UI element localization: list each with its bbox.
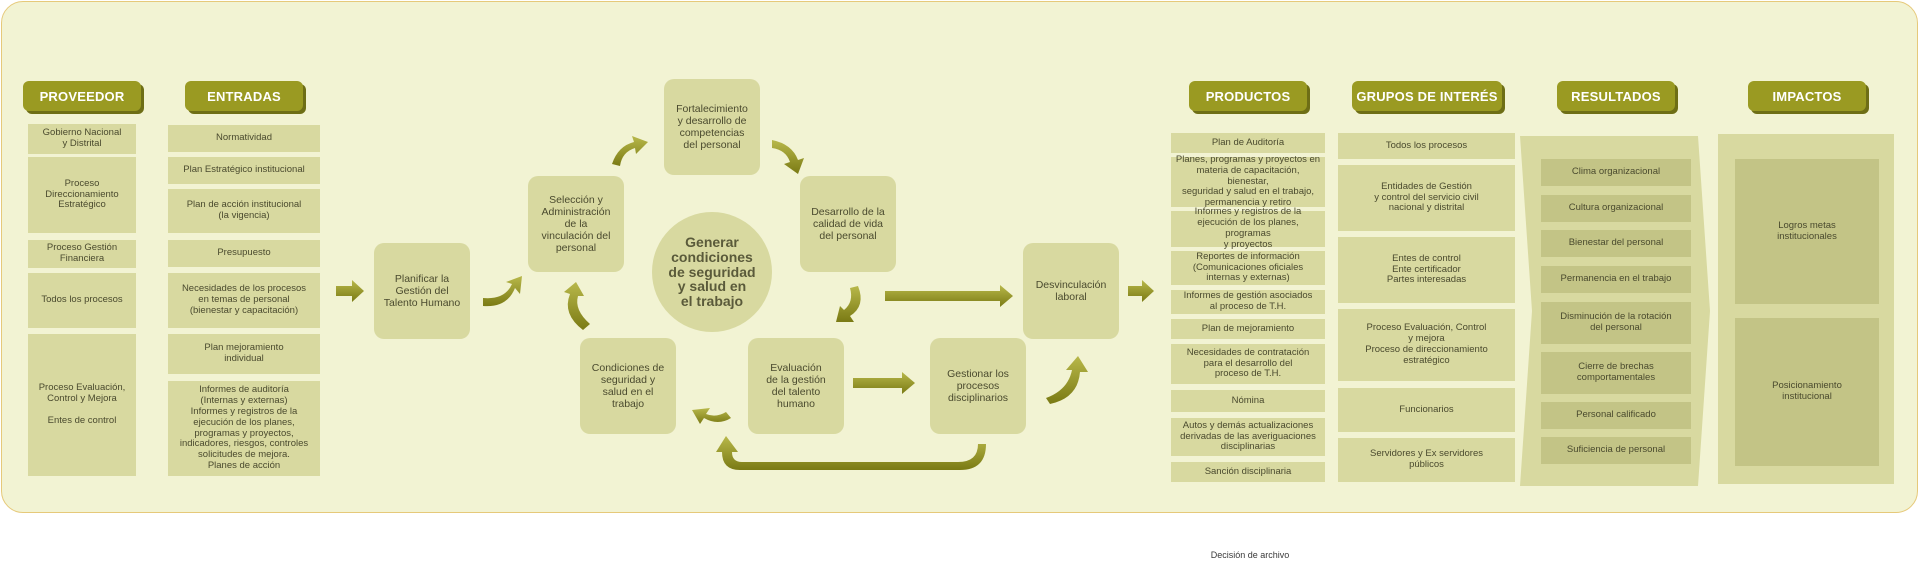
resultados-item: Clima organizacional bbox=[1541, 159, 1691, 186]
impactos-item: Posicionamiento institucional bbox=[1735, 318, 1879, 466]
resultados-item: Suficiencia de personal bbox=[1541, 437, 1691, 464]
process-planificar: Planificar la Gestión del Talento Humano bbox=[374, 243, 470, 339]
productos-item: Informes de gestión asociados al proceso… bbox=[1171, 290, 1325, 314]
footer-text: Decisión de archivo bbox=[1210, 550, 1290, 560]
entradas-item: Normatividad bbox=[168, 125, 320, 152]
center-circle: Generar condiciones de seguridad y salud… bbox=[652, 212, 772, 332]
entradas-item: Plan Estratégico institucional bbox=[168, 157, 320, 184]
entradas-item: Plan de acción institucional (la vigenci… bbox=[168, 189, 320, 233]
curved-arrow-icon bbox=[564, 282, 590, 330]
arrow-right-icon bbox=[1128, 280, 1154, 302]
grupos-item: Proceso Evaluación, Control y mejora Pro… bbox=[1338, 309, 1515, 381]
proveedor-item: Proceso Evaluación, Control y Mejora Ent… bbox=[28, 334, 136, 476]
impactos-item: Logros metas institucionales bbox=[1735, 159, 1879, 304]
process-fortalecimiento: Fortalecimiento y desarrollo de competen… bbox=[664, 79, 760, 175]
resultados-item: Cierre de brechas comportamentales bbox=[1541, 352, 1691, 394]
entradas-item: Plan mejoramiento individual bbox=[168, 334, 320, 374]
process-disciplinarios: Gestionar los procesos disciplinarios bbox=[930, 338, 1026, 434]
grupos-item: Funcionarios bbox=[1338, 388, 1515, 432]
grupos-item: Todos los procesos bbox=[1338, 133, 1515, 159]
productos-item: Necesidades de contratación para el desa… bbox=[1171, 344, 1325, 384]
resultados-item: Disminución de la rotación del personal bbox=[1541, 302, 1691, 344]
productos-item: Plan de Auditoría bbox=[1171, 133, 1325, 153]
productos-item: Planes, programas y proyectos en materia… bbox=[1171, 154, 1325, 208]
header-resultados: RESULTADOS bbox=[1557, 81, 1675, 111]
process-desarrollo: Desarrollo de la calidad de vida del per… bbox=[800, 176, 896, 272]
arrow-right-icon bbox=[336, 280, 364, 302]
curved-arrow-icon bbox=[612, 136, 648, 166]
process-seleccion: Selección y Administración de la vincula… bbox=[528, 176, 624, 272]
header-entradas: ENTRADAS bbox=[185, 81, 303, 111]
curved-arrow-icon bbox=[772, 140, 804, 174]
header-grupos: GRUPOS DE INTERÉS bbox=[1352, 81, 1502, 111]
curved-arrow-icon bbox=[1046, 356, 1088, 404]
resultados-item: Cultura organizacional bbox=[1541, 195, 1691, 222]
resultados-item: Personal calificado bbox=[1541, 402, 1691, 429]
curved-arrow-icon bbox=[483, 276, 522, 307]
process-evaluacion: Evaluación de la gestión del talento hum… bbox=[748, 338, 844, 434]
loop-arrow-icon bbox=[716, 436, 986, 470]
process-condiciones: Condiciones de seguridad y salud en el t… bbox=[580, 338, 676, 434]
proveedor-item: Proceso Gestión Financiera bbox=[28, 240, 136, 268]
grupos-item: Entes de control Ente certificador Parte… bbox=[1338, 237, 1515, 303]
proveedor-item: Todos los procesos bbox=[28, 273, 136, 328]
arrow-right-icon bbox=[853, 372, 915, 394]
productos-item: Informes y registros de la ejecución de … bbox=[1171, 206, 1325, 250]
proveedor-item: Proceso Direccionamiento Estratégico bbox=[28, 157, 136, 233]
header-productos: PRODUCTOS bbox=[1189, 81, 1307, 111]
resultados-item: Bienestar del personal bbox=[1541, 230, 1691, 257]
entradas-item: Necesidades de los procesos en temas de … bbox=[168, 273, 320, 328]
resultados-item: Permanencia en el trabajo bbox=[1541, 266, 1691, 293]
curved-arrow-icon bbox=[836, 286, 861, 322]
process-desvinculacion: Desvinculación laboral bbox=[1023, 243, 1119, 339]
productos-item: Plan de mejoramiento bbox=[1171, 319, 1325, 339]
productos-item: Autos y demás actualizaciones derivadas … bbox=[1171, 418, 1325, 456]
entradas-item: Informes de auditoría (Internas y extern… bbox=[168, 381, 320, 476]
productos-item: Sanción disciplinaria bbox=[1171, 462, 1325, 482]
grupos-item: Entidades de Gestión y control del servi… bbox=[1338, 165, 1515, 231]
header-proveedor: PROVEEDOR bbox=[23, 81, 141, 111]
header-impactos: IMPACTOS bbox=[1748, 81, 1866, 111]
curved-arrow-icon bbox=[692, 408, 731, 424]
productos-item: Nómina bbox=[1171, 390, 1325, 412]
proveedor-item: Gobierno Nacional y Distrital bbox=[28, 124, 136, 154]
entradas-item: Presupuesto bbox=[168, 240, 320, 267]
grupos-item: Servidores y Ex servidores públicos bbox=[1338, 438, 1515, 482]
productos-item: Reportes de información (Comunicaciones … bbox=[1171, 251, 1325, 285]
arrow-right-icon bbox=[885, 285, 1013, 307]
